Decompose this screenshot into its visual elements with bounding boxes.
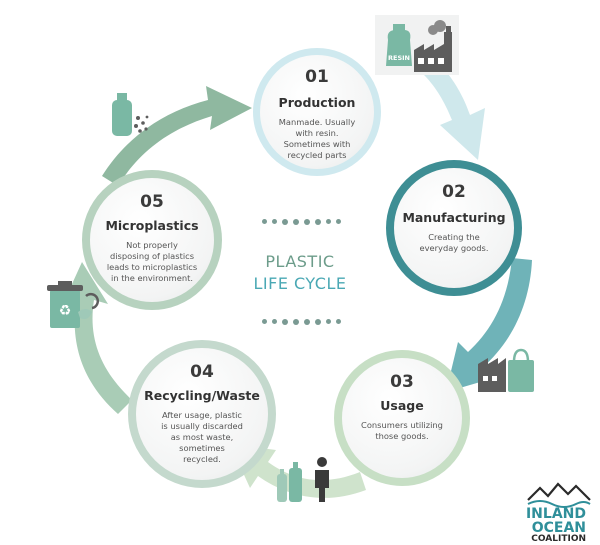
arrow-usage-to-recycling	[230, 444, 366, 498]
decorative-dots-bottom	[262, 318, 342, 326]
stage-recycling-waste: 04 Recycling/Waste After usage, plastic …	[128, 340, 276, 488]
bottles-and-person-icon	[277, 457, 329, 502]
inland-ocean-coalition-logo-mark	[527, 482, 591, 508]
stage-description: Not properly disposing of plastics leads…	[106, 240, 198, 283]
resin-bag-and-factory-icon: RESIN	[375, 15, 459, 75]
stage-production: 01 Production Manmade. Usually with resi…	[253, 48, 381, 176]
stage-description: Manmade. Usually with resin. Sometimes w…	[278, 117, 356, 160]
stage-title: Manufacturing	[402, 210, 506, 225]
center-title-life-cycle: LIFE CYCLE	[253, 274, 347, 293]
stage-usage: 03 Usage Consumers utilizing those goods…	[334, 350, 470, 486]
stage-description: After usage, plastic is usually discarde…	[161, 410, 243, 464]
stage-number: 03	[390, 372, 414, 392]
stage-number: 02	[442, 182, 466, 202]
factory-and-shopping-bag-icon	[478, 348, 534, 392]
svg-text:♻: ♻	[59, 303, 72, 319]
stage-manufacturing: 02 Manufacturing Creating the everyday g…	[386, 160, 522, 296]
stage-number: 04	[190, 362, 214, 382]
stage-description: Creating the everyday goods.	[419, 232, 489, 253]
center-title-plastic: PLASTIC	[265, 252, 335, 271]
logo-ocean: OCEAN	[531, 520, 586, 536]
logo-inland: INLAND	[525, 506, 586, 522]
stage-number: 05	[140, 192, 164, 212]
recycle-bin-icon: ♻	[47, 281, 99, 328]
stage-title: Usage	[380, 398, 424, 413]
arrow-production-to-manufacturing	[378, 30, 485, 160]
resin-label: RESIN	[388, 54, 410, 62]
stage-title: Recycling/Waste	[144, 388, 260, 403]
stage-microplastics: 05 Microplastics Not properly disposing …	[82, 170, 222, 310]
stage-number: 01	[305, 67, 329, 87]
arrow-manufacturing-to-usage	[446, 258, 532, 392]
arrow-microplastics-to-production	[102, 86, 252, 186]
logo-coalition: COALITION	[531, 534, 586, 544]
stage-title: Microplastics	[105, 218, 199, 233]
stage-title: Production	[278, 95, 356, 110]
bottle-and-particles-icon	[112, 93, 149, 136]
stage-description: Consumers utilizing those goods.	[361, 420, 443, 441]
decorative-dots-top	[262, 218, 342, 226]
